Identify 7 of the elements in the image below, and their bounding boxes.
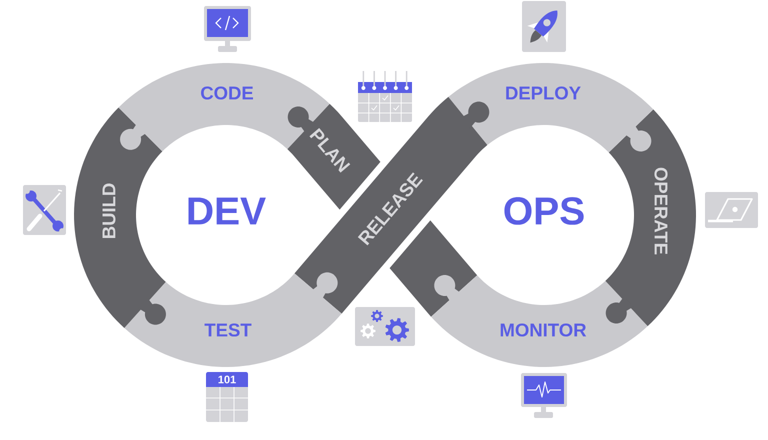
puzzle-piece: TEST — [124, 272, 342, 367]
puzzle-piece: DEPLOY — [448, 63, 654, 152]
puzzle-piece: MONITOR — [431, 275, 648, 367]
loop-title: OPS — [504, 197, 584, 225]
puzzle-piece: BUILD — [74, 108, 166, 328]
puzzle-piece: OPERATE — [605, 109, 696, 326]
loop-title: DEV — [188, 198, 266, 224]
